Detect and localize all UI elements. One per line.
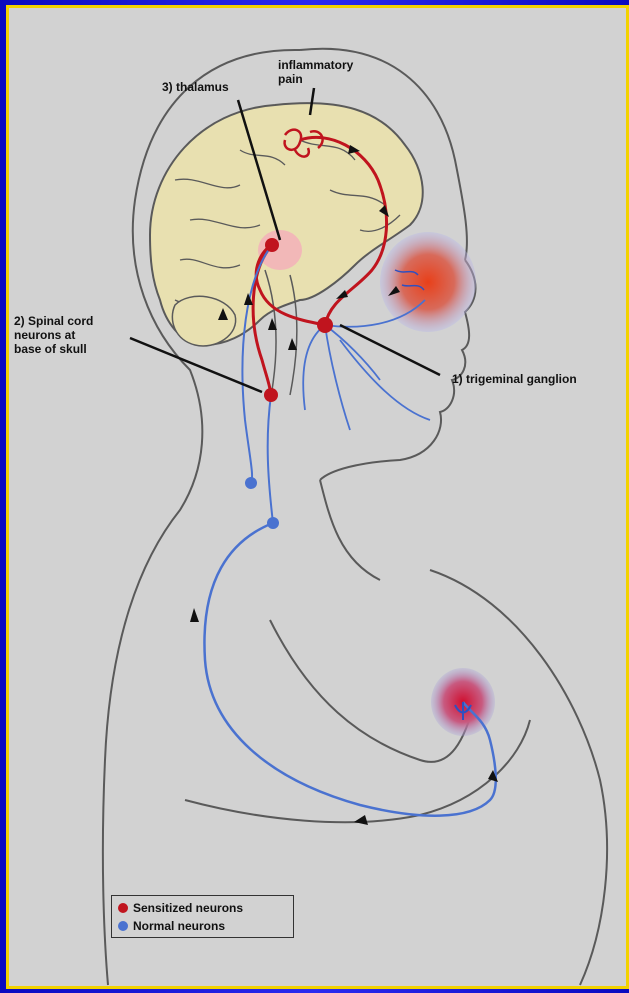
chest-outline [430, 570, 607, 985]
arrow-left-arm [354, 815, 368, 825]
normal-neuron-dot-2 [267, 517, 279, 529]
label-inflammatory-pain: inflammatory pain [278, 58, 353, 86]
arrow-up-4 [288, 338, 297, 350]
thalamus-neuron-dot [265, 238, 279, 252]
label-spinal-cord: 2) Spinal cord neurons at base of skull [14, 314, 93, 356]
neck-outline [320, 480, 380, 580]
label-thalamus: 3) thalamus [162, 80, 229, 94]
legend-label-normal: Normal neurons [133, 919, 225, 933]
legend-item-sensitized: Sensitized neurons [118, 900, 243, 916]
normal-pathway-arm [204, 523, 495, 816]
normal-pathway-spine [268, 395, 273, 523]
arrow-up-arm [190, 608, 199, 622]
trigeminal-neuron-dot [317, 317, 333, 333]
legend: Sensitized neurons Normal neurons [111, 895, 294, 938]
normal-neuron-dot-1 [245, 477, 257, 489]
nose-inflammation [380, 232, 476, 332]
spinal-neuron-dot [264, 388, 278, 402]
label-trigeminal-ganglion: 1) trigeminal ganglion [452, 372, 577, 386]
sensitized-dot-icon [118, 903, 128, 913]
normal-dot-icon [118, 921, 128, 931]
arrow-mid [336, 290, 348, 299]
legend-item-normal: Normal neurons [118, 918, 225, 934]
legend-label-sensitized: Sensitized neurons [133, 901, 243, 915]
